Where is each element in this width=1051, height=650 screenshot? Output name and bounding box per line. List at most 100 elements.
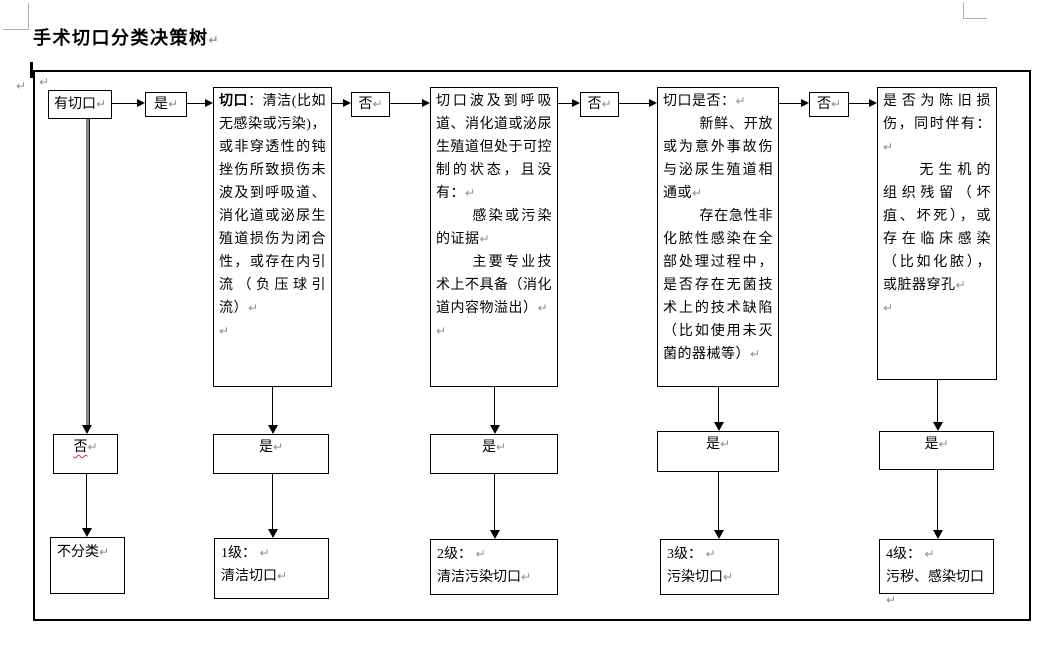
pilcrow-mark: ↵ — [167, 97, 179, 111]
arrow-right-icon — [422, 99, 430, 107]
node-unclassified[interactable]: 不分类↵ — [50, 537, 125, 594]
pilcrow-mark: ↵ — [938, 437, 949, 451]
connector-v-yes-to-class1[interactable] — [267, 474, 278, 538]
node-yes-5[interactable]: 是↵ — [879, 431, 994, 470]
node-yes-gate-1[interactable]: 是↵ — [145, 92, 187, 117]
node-no-branch[interactable]: 否↵ — [53, 434, 118, 474]
node-dirty-criteria[interactable]: 是否为陈旧损伤，同时伴有： ↵ 无生机的组织残留（坏疽、坏死），或存在临床感染（比… — [877, 87, 997, 380]
pilcrow-mark: ↵ — [521, 570, 532, 584]
node-yes-4[interactable]: 是↵ — [657, 431, 779, 472]
node-class-4[interactable]: 4级： ↵ 污秽、感染切口↵ — [879, 539, 994, 607]
result-text: 1级： — [221, 546, 256, 561]
connector-v-box3-to-yes[interactable] — [489, 387, 500, 434]
arrow-down-icon — [713, 530, 724, 539]
node-yes-2[interactable]: 是↵ — [213, 434, 329, 474]
pilcrow-mark: ↵ — [830, 97, 842, 111]
arrow-down-icon — [713, 422, 724, 431]
bold-lead: 切口 — [219, 94, 249, 109]
pilcrow-mark: ↵ — [475, 547, 486, 561]
connector-line — [272, 474, 273, 531]
pilcrow-mark: ↵ — [272, 440, 284, 454]
drawing-canvas[interactable]: ↵ 有切口↵ 是↵ 切口：清洁(比如无感染或污染)，或非穿透性的钝挫伤所致损伤未… — [33, 70, 1031, 621]
pilcrow-mark: ↵ — [883, 140, 894, 154]
connector-h-5[interactable] — [558, 97, 580, 110]
result-text: 2级： — [437, 547, 472, 562]
connector-line — [494, 474, 495, 532]
result-line: 清洁切口↵ — [221, 565, 322, 588]
node-class-2[interactable]: 2级： ↵ 清洁污染切口↵ — [430, 539, 558, 595]
connector-h-6[interactable] — [619, 97, 657, 110]
result-line: 污染切口↵ — [667, 566, 772, 589]
connector-v-start-to-no[interactable] — [81, 119, 92, 434]
pilcrow-mark: ↵ — [886, 593, 897, 607]
node-label: 是 — [258, 440, 273, 455]
box-text: 新鲜、开放或为意外事故伤与泌尿生殖道相通或↵ — [663, 113, 773, 205]
connector-v-yes-to-class4[interactable] — [932, 470, 943, 539]
arrow-right-icon — [801, 99, 809, 107]
pilcrow-mark: ↵ — [692, 186, 703, 200]
node-label-misspelled: 否 — [73, 440, 88, 455]
connector-v-box4-to-yes[interactable] — [713, 387, 724, 431]
connector-h-7[interactable] — [779, 97, 809, 110]
pilcrow-mark: ↵ — [16, 79, 27, 93]
arrow-right-icon — [572, 99, 580, 107]
connector-line — [112, 103, 139, 104]
node-class-3[interactable]: 3级： ↵ 污染切口↵ — [660, 539, 779, 595]
connector-h-3[interactable] — [332, 97, 351, 110]
box-text: 感染或污染的证据↵ — [436, 205, 552, 251]
connector-h-4[interactable] — [390, 97, 430, 110]
node-class-1[interactable]: 1级： ↵ 清洁切口↵ — [214, 538, 329, 599]
connector-line — [494, 387, 495, 427]
connector-v-box5-to-yes[interactable] — [932, 380, 943, 431]
node-label: 否 — [358, 97, 373, 112]
connector-h-1[interactable] — [112, 97, 145, 110]
node-clean-criteria[interactable]: 切口：清洁(比如无感染或污染)，或非穿透性的钝挫伤所致损伤未波及到呼吸道、消化道… — [213, 87, 332, 387]
arrow-down-icon — [489, 530, 500, 539]
paragraph-text: ：清洁(比如无感染或污染)，或非穿透性的钝挫伤所致损伤未波及到呼吸道、消化道或泌… — [219, 94, 326, 316]
margin-cropmark-top-right-horizontal — [963, 18, 987, 19]
box-text: 主要专业技术上不具备（消化道内容物溢出）↵ — [436, 251, 552, 320]
node-no-gate-2[interactable]: 否↵ — [580, 92, 619, 117]
arrow-down-icon — [267, 529, 278, 538]
arrow-down-icon — [932, 530, 943, 539]
connector-line — [86, 119, 89, 427]
result-line: 2级： ↵ — [437, 543, 551, 566]
node-no-gate-1[interactable]: 否↵ — [351, 92, 390, 117]
connector-v-no-to-unclassified[interactable] — [81, 474, 92, 537]
pilcrow-mark: ↵ — [924, 547, 935, 561]
pilcrow-mark: ↵ — [883, 301, 894, 315]
pilcrow-mark: ↵ — [248, 301, 259, 315]
paragraph-text: 是否为陈旧损伤，同时伴有： — [883, 94, 991, 132]
connector-h-8[interactable] — [849, 97, 877, 110]
box-text-blank: ↵ — [219, 320, 326, 343]
connector-v-yes-to-class3[interactable] — [713, 472, 724, 539]
node-label: 否 — [816, 97, 831, 112]
pilcrow-mark: ↵ — [955, 278, 966, 292]
text-cursor — [30, 62, 33, 78]
connector-v-yes-to-class2[interactable] — [489, 474, 500, 539]
connector-line — [558, 103, 574, 104]
connector-line — [332, 103, 345, 104]
connector-line — [937, 380, 938, 424]
node-no-gate-3[interactable]: 否↵ — [809, 92, 849, 117]
node-clean-contaminated-criteria[interactable]: 切口波及到呼吸道、消化道或泌尿生殖道但处于可控制的状态，且没有：↵ 感染或污染的… — [430, 87, 558, 387]
node-label: 有切口 — [53, 97, 96, 112]
node-label: 否 — [587, 97, 602, 112]
pilcrow-mark: ↵ — [537, 301, 548, 315]
paragraph-text: 切口是否： — [663, 94, 736, 109]
result-text: 4级： — [886, 547, 921, 562]
connector-v-box2-to-yes[interactable] — [267, 387, 278, 434]
pilcrow-mark: ↵ — [39, 75, 50, 89]
paragraph-text: 无生机的组织残留（坏疽、坏死），或存在临床感染（比如化脓），或脏器穿孔 — [883, 163, 991, 293]
result-line: 污秽、感染切口↵ — [886, 566, 987, 612]
node-label: 是 — [153, 97, 168, 112]
result-text: 清洁切口 — [221, 569, 277, 584]
connector-h-2[interactable] — [187, 97, 213, 110]
node-contaminated-criteria[interactable]: 切口是否：↵ 新鲜、开放或为意外事故伤与泌尿生殖道相通或↵ 存在急性非化脓性感染… — [657, 87, 779, 387]
node-yes-3[interactable]: 是↵ — [430, 434, 558, 474]
pilcrow-mark: ↵ — [99, 545, 110, 559]
result-text: 3级： — [667, 547, 702, 562]
pilcrow-mark: ↵ — [277, 569, 288, 583]
node-has-incision[interactable]: 有切口↵ — [48, 90, 112, 119]
connector-line — [779, 103, 803, 104]
